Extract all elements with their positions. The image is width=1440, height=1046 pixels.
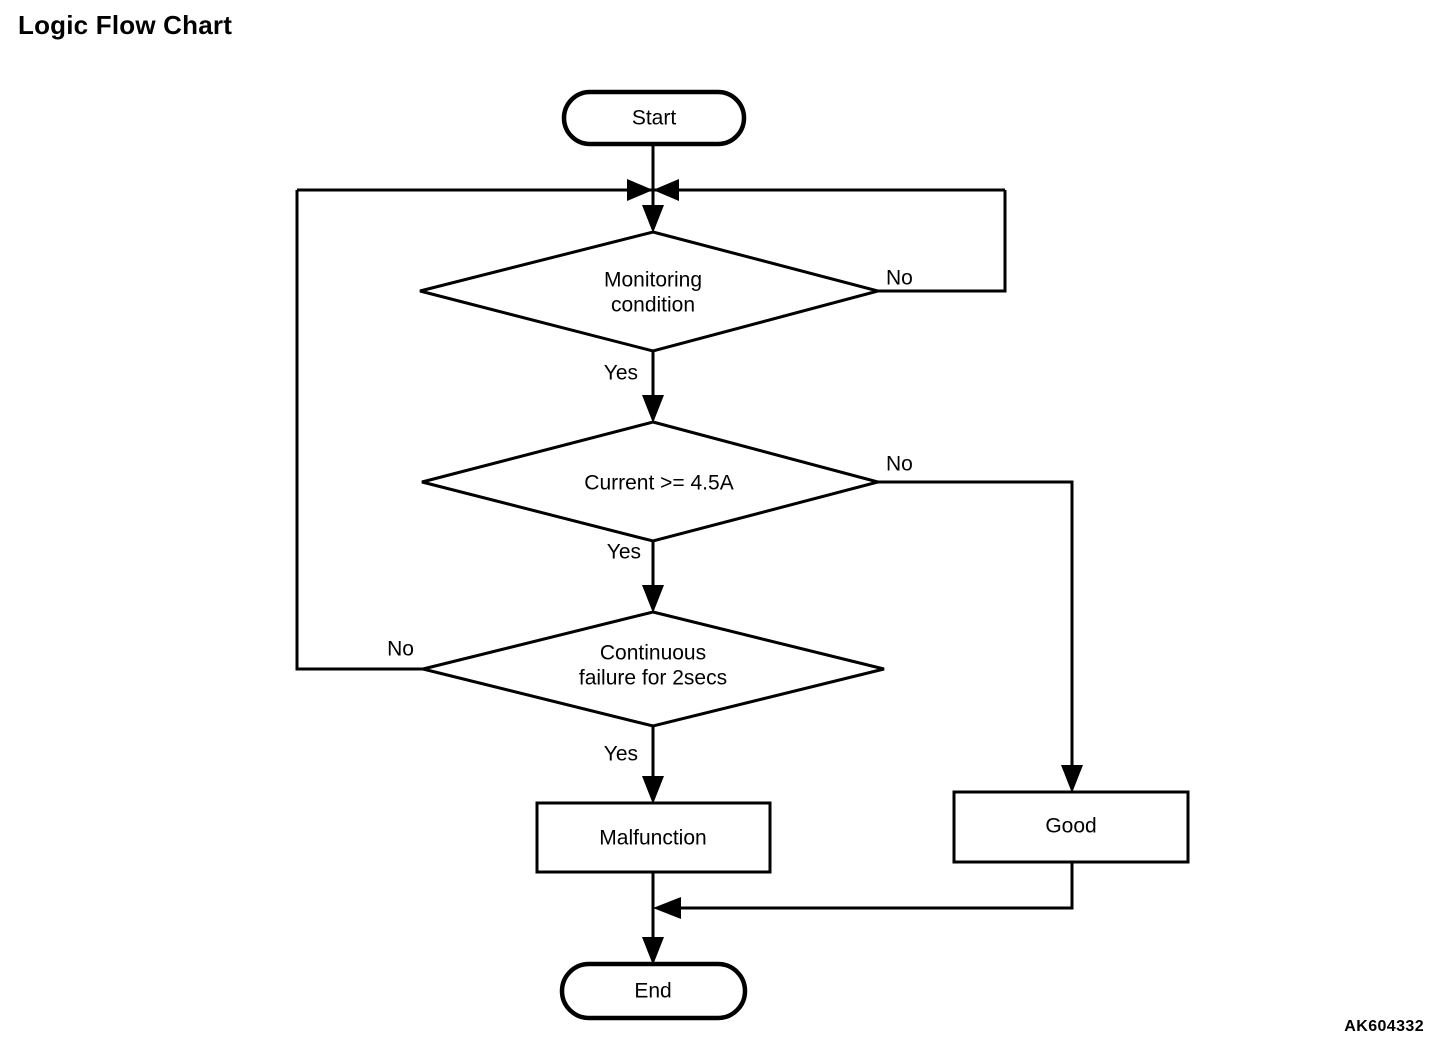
node-malfunction[interactable]: Malfunction bbox=[535, 801, 772, 874]
node-continuous-label-line2: failure for 2secs bbox=[579, 667, 727, 690]
connector-monitoring-no bbox=[878, 190, 1007, 293]
edge-label-monitoring-yes: Yes bbox=[604, 362, 638, 385]
reference-code: AK604332 bbox=[1344, 1018, 1424, 1035]
node-end-label: End bbox=[634, 980, 671, 1003]
node-end[interactable]: End bbox=[559, 961, 748, 1021]
arrowhead-to-end bbox=[642, 937, 664, 965]
node-monitoring-label-line1: Monitoring bbox=[604, 269, 702, 292]
edge-label-current-no: No bbox=[886, 453, 913, 476]
arrowhead-merge-left bbox=[653, 897, 681, 919]
node-good[interactable]: Good bbox=[952, 790, 1190, 864]
connector-continuous-no bbox=[295, 190, 423, 671]
connector-monitoring-yes bbox=[642, 351, 664, 423]
arrowhead-to-current bbox=[642, 395, 664, 423]
node-current-label: Current >= 4.5A bbox=[584, 472, 733, 495]
node-start-label: Start bbox=[632, 107, 677, 130]
node-good-label: Good bbox=[1045, 815, 1096, 838]
node-current-threshold[interactable]: Current >= 4.5A bbox=[421, 420, 884, 543]
edge-label-current-yes: Yes bbox=[607, 541, 641, 564]
node-continuous-label-line1: Continuous bbox=[600, 642, 706, 665]
node-monitoring-label-line2: condition bbox=[611, 294, 695, 317]
node-continuous-failure[interactable]: Continuous failure for 2secs bbox=[422, 610, 885, 728]
node-malfunction-label: Malfunction bbox=[599, 827, 706, 850]
connector-entry-junction-bar bbox=[297, 179, 1005, 201]
connector-current-no bbox=[878, 480, 1083, 793]
edge-label-continuous-yes: Yes bbox=[604, 743, 638, 766]
edge-label-continuous-no: No bbox=[387, 638, 414, 661]
node-start[interactable]: Start bbox=[561, 89, 747, 147]
connector-continuous-yes bbox=[642, 726, 664, 804]
connector-malfunction-to-end bbox=[642, 872, 664, 965]
arrowhead-to-good bbox=[1061, 765, 1083, 793]
connector-current-yes bbox=[642, 541, 664, 613]
edge-label-monitoring-no: No bbox=[886, 267, 913, 290]
arrowhead-into-junction-from-left bbox=[627, 179, 653, 201]
connector-good-to-end-merge bbox=[653, 862, 1074, 919]
arrowhead-to-continuous bbox=[642, 585, 664, 613]
arrowhead-to-malfunction bbox=[642, 776, 664, 804]
node-monitoring-condition[interactable]: Monitoring condition bbox=[419, 230, 884, 353]
connector-junction-to-monitoring bbox=[642, 190, 664, 233]
arrowhead-into-junction-from-right bbox=[653, 179, 679, 201]
arrowhead-to-monitoring bbox=[642, 205, 664, 233]
page-title: Logic Flow Chart bbox=[18, 10, 233, 40]
